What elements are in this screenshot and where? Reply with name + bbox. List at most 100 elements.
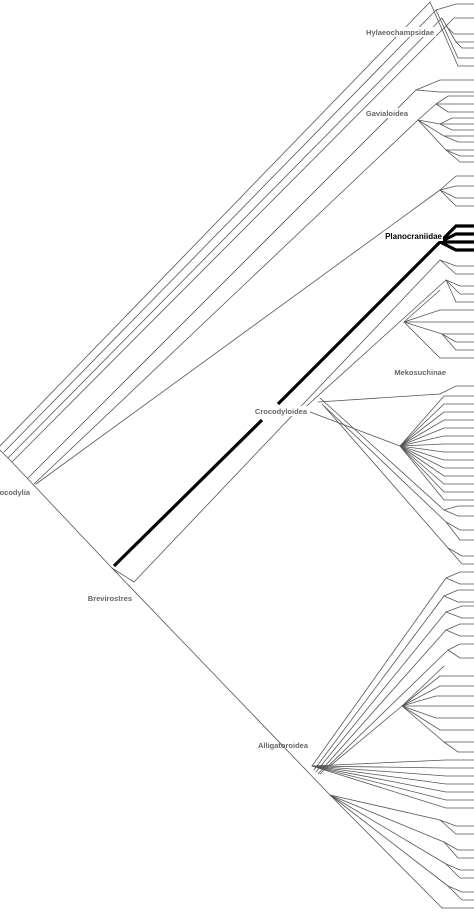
branch-77 [445,521,474,531]
branch-20 [435,103,474,113]
branch-73 [319,397,445,511]
clade-brevirostres: Brevirostres [88,594,132,603]
branch-12 [429,1,474,67]
branch-16 [415,79,474,91]
branch-67 [399,445,474,485]
clade-planocraniidae: Planocraniidae [385,230,443,241]
branch-116 [439,819,474,835]
branch-115 [439,819,474,827]
branch-23 [439,123,474,131]
branch-22 [439,117,474,125]
branch-14 [27,89,417,479]
branch-42 [439,240,474,252]
label-gavialoidea: Gavialoidea [366,109,409,118]
branch-62 [399,443,474,447]
branch-85 [313,595,445,771]
branch-107 [311,759,474,767]
branch-105 [329,705,403,767]
branch-110 [311,765,474,785]
label-planocraniidae: Planocraniidae [385,232,442,241]
branch-46 [445,279,474,287]
clade-alligatoroidea: Alligatoroidea [258,741,309,750]
branch-3 [0,1,431,447]
branch-43 [439,259,474,267]
branch-9 [441,17,474,43]
branch-81 [447,547,474,565]
branch-118 [443,841,474,851]
clade-mekosuchinae: Mekosuchinae [394,367,447,377]
branch-64 [399,445,474,461]
label-mekosuchinae: Mekosuchinae [394,368,446,377]
branch-56 [399,395,474,447]
branch-92 [445,623,474,631]
branch-57 [399,403,474,447]
branch-82 [311,577,447,767]
branch-84 [445,577,474,585]
branch-80 [447,547,474,557]
branch-103 [401,705,474,731]
branch-13 [455,41,474,49]
clade-crocodyloidea: Crocodyloidea [255,406,310,416]
branch-121 [445,863,474,871]
label-alligatoroidea: Alligatoroidea [258,741,309,750]
branch-126 [329,794,443,909]
branch-94 [319,649,449,775]
branch-38 [276,240,442,406]
branch-74 [443,505,474,511]
branch-88 [315,611,447,773]
label-crocodylia: rocodylia [0,488,31,497]
branch-50 [403,309,474,323]
branch-1 [9,459,113,569]
branch-58 [399,411,474,447]
branch-125 [447,885,474,901]
branch-55 [403,321,474,359]
branch-123 [329,794,449,887]
branch-100 [401,695,474,707]
clade-labels: Hylaeochampsidae Gavialoidea Planocranii… [0,27,447,750]
branch-70 [309,411,401,447]
branch-75 [443,509,474,517]
label-hylaeochampsidae: Hylaeochampsidae [366,28,434,37]
branch-76 [321,403,447,523]
branch-2 [111,567,331,796]
branch-59 [399,419,474,447]
branch-98 [401,675,474,707]
branch-36 [111,567,135,583]
branch-112 [311,765,474,801]
branch-113 [311,765,474,809]
branch-7 [445,17,474,27]
branch-96 [447,649,474,659]
branch-89 [445,605,474,613]
branch-102 [401,705,474,719]
branch-87 [443,595,474,603]
branch-5 [7,17,443,459]
branch-29 [35,189,441,485]
branch-49 [403,289,441,323]
branch-99 [401,685,474,707]
clade-crocodylia: rocodylia [0,488,31,497]
branch-39 [438,224,474,244]
branch-78 [445,521,474,541]
branch-47 [445,279,474,295]
branch-44 [439,259,474,275]
branch-106 [443,741,474,753]
branch-120 [329,794,447,865]
branch-11 [435,9,474,59]
branch-30 [439,175,474,191]
branch-65 [399,445,474,469]
branch-45 [299,279,447,413]
branch-17 [415,89,474,93]
branch-33 [439,189,474,207]
branch-0 [0,449,11,461]
clade-hylaeochampsidae: Hylaeochampsidae [366,27,436,37]
branch-35 [133,259,441,583]
branch-48 [445,279,474,303]
branch-26 [417,119,474,151]
label-crocodyloidea: Crocodyloidea [255,407,308,416]
branch-61 [399,435,474,447]
branch-95 [447,643,474,651]
branch-114 [329,794,441,821]
label-brevirostres: Brevirostres [88,594,132,603]
